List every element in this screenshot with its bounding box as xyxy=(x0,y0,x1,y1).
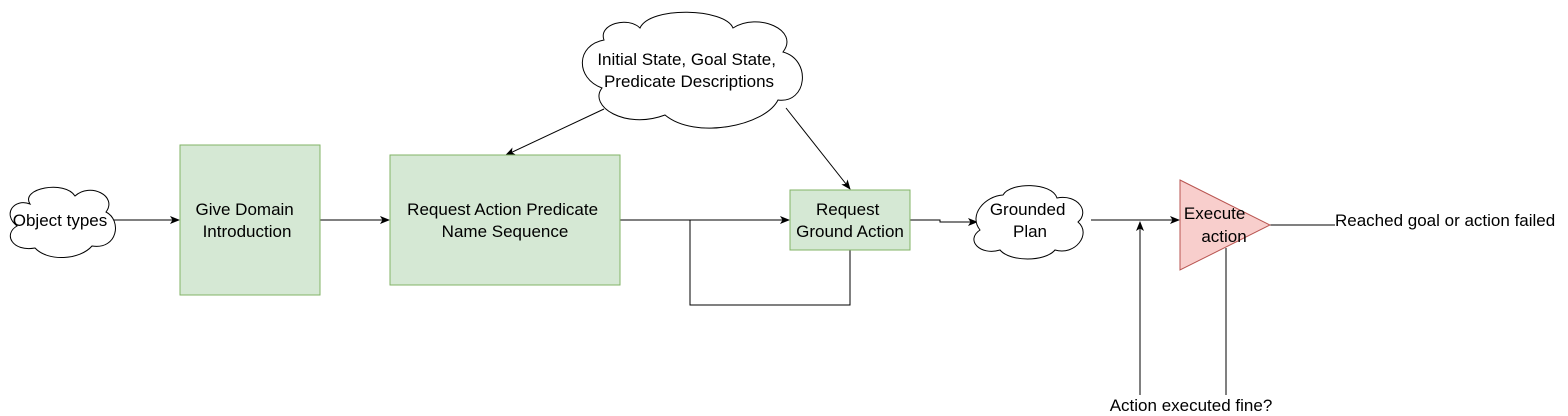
action-executed-fine-label: Action executed fine? xyxy=(1110,396,1273,415)
give-domain-introduction-box xyxy=(179,144,321,296)
state-info-label: Initial State, Goal State, Predicate Des… xyxy=(597,50,780,91)
edge-state-info-to-ground-action xyxy=(785,107,851,190)
edge-state-info-to-request-sequence xyxy=(505,108,605,156)
object-types-label: Object types xyxy=(13,211,108,230)
give-domain-label: Give Domain Introduction xyxy=(196,200,299,241)
grounded-plan-cloud xyxy=(973,185,1084,260)
execute-action-label: Execute action xyxy=(1184,204,1250,246)
grounded-plan-label: Grounded Plan xyxy=(990,200,1070,241)
execute-action-triangle xyxy=(1179,179,1272,271)
edge-ground-action-loop xyxy=(689,220,851,306)
state-info-cloud xyxy=(581,11,803,129)
edge-ground-action-to-plan xyxy=(910,218,978,226)
request-ground-action-label: Request Ground Action xyxy=(796,200,904,241)
request-action-sequence-label: Request Action Predicate Name Sequence xyxy=(407,200,603,241)
object-types-cloud xyxy=(9,186,116,259)
request-ground-action-box xyxy=(789,189,911,251)
edges xyxy=(105,107,1335,395)
reached-goal-label: Reached goal or action failed xyxy=(1335,211,1555,230)
request-action-sequence-box xyxy=(389,154,621,286)
